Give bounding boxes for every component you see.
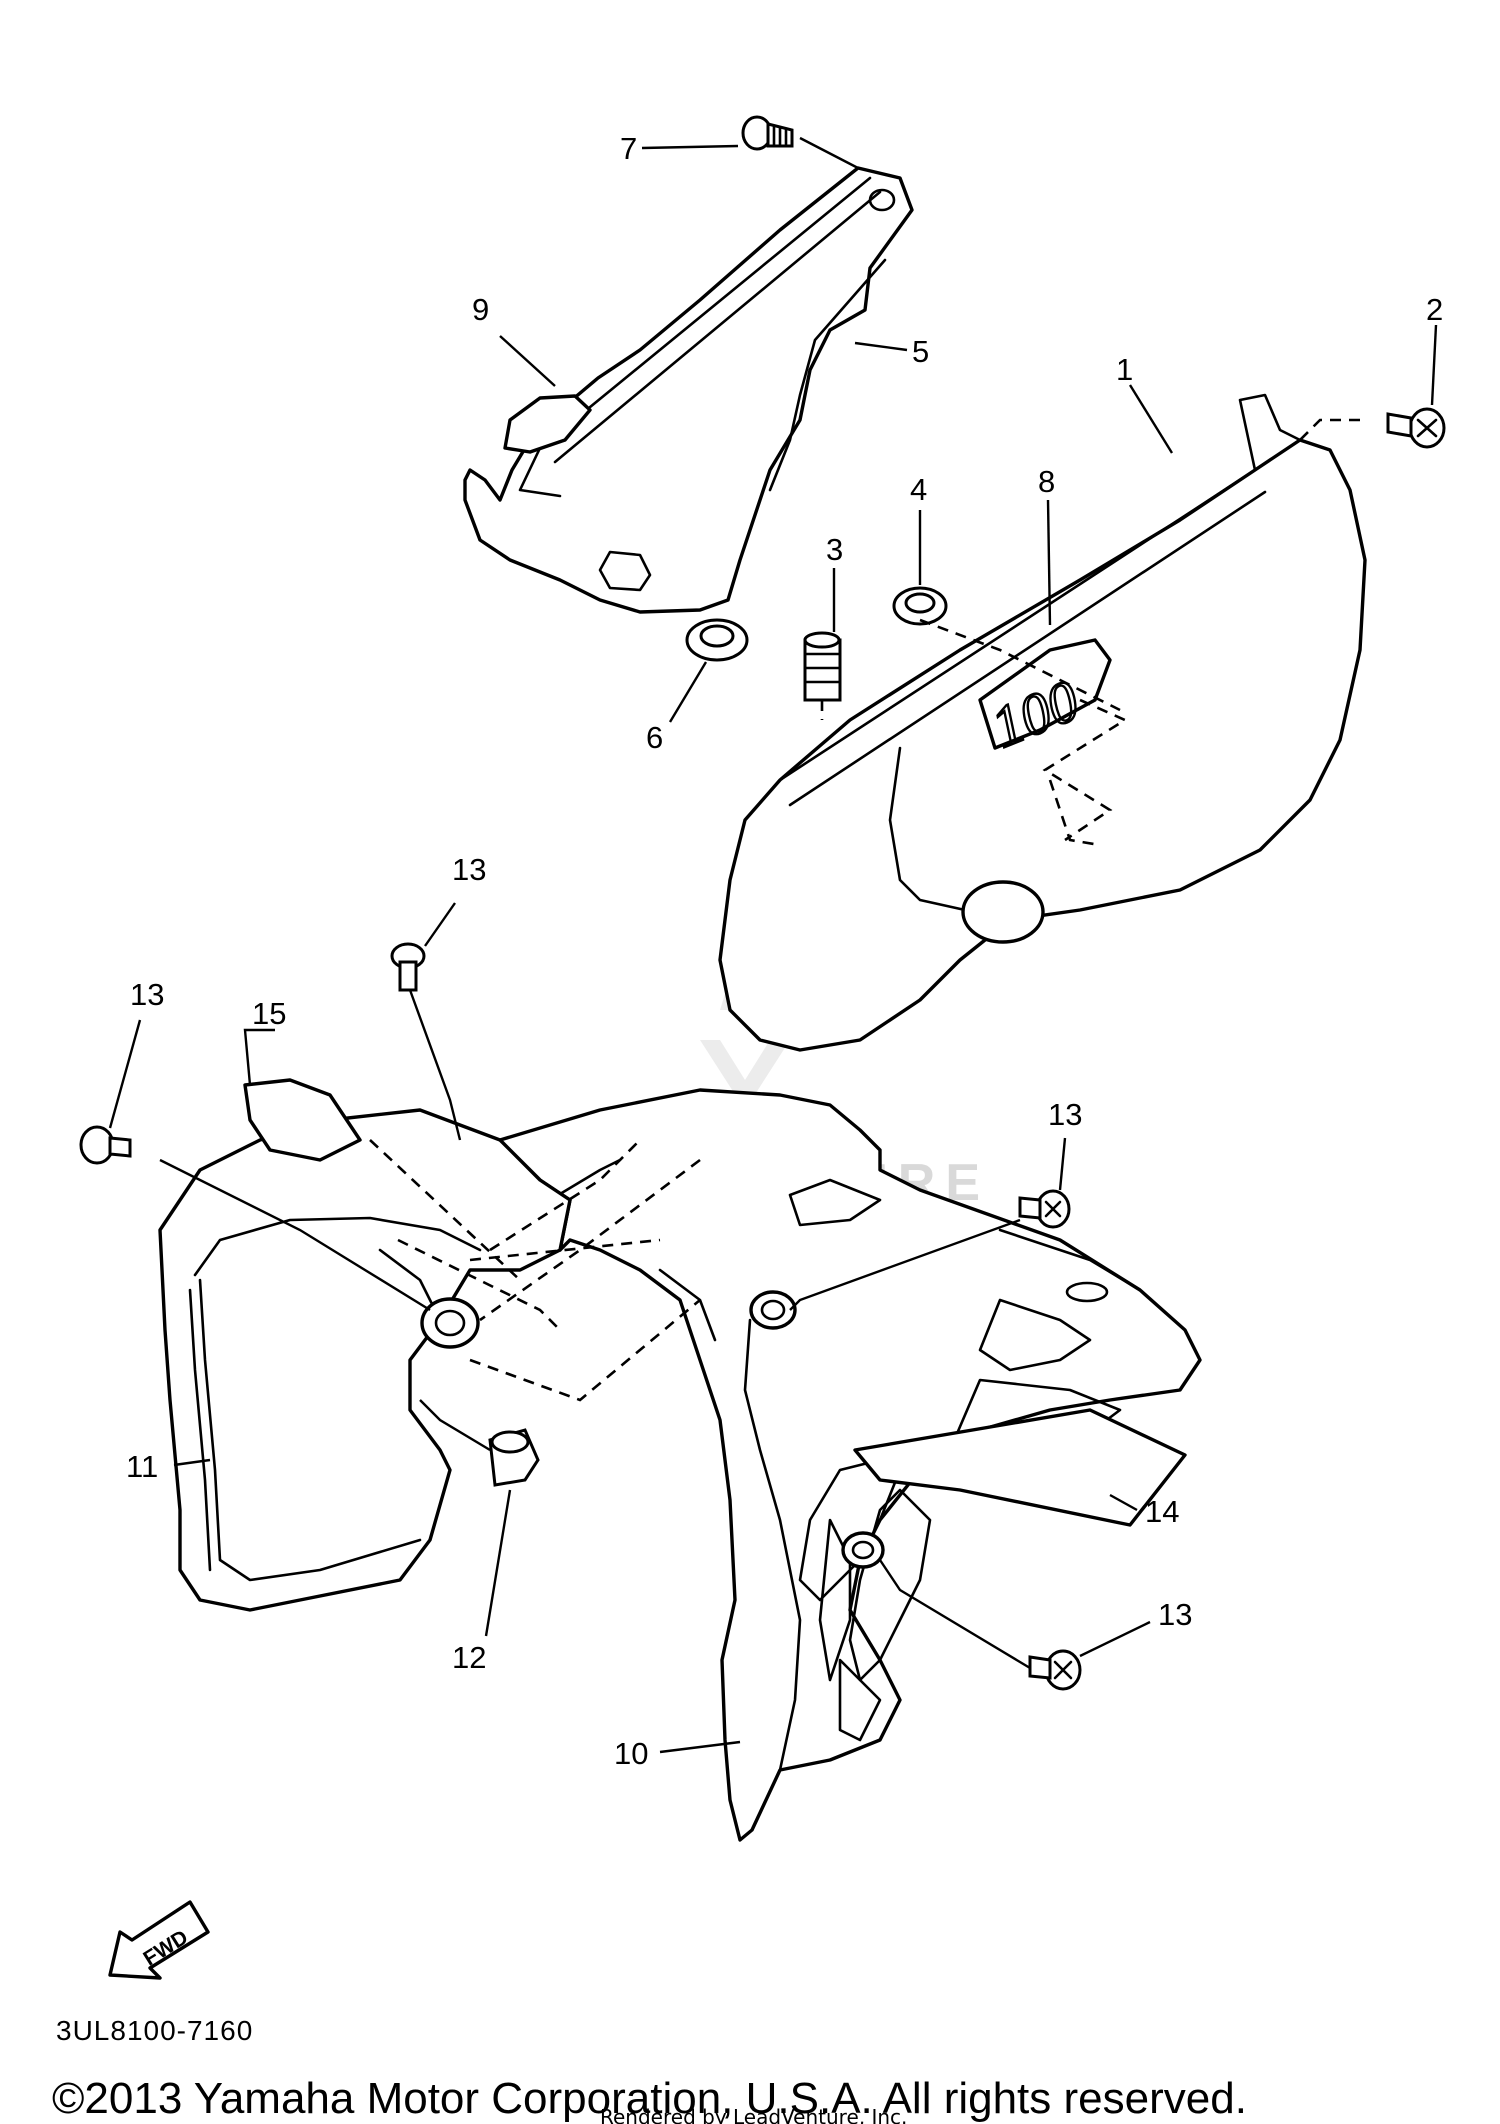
callout-labels: 7 2 1 4 3 8 5 9 6 13 13 15 13 11 12 13 1… xyxy=(126,131,1443,1771)
drawing-code: 3UL8100-7160 xyxy=(56,2015,253,2046)
copyright-notice: ©2013 Yamaha Motor Corporation, U.S.A. A… xyxy=(52,2074,1247,2123)
part-2-screw xyxy=(1386,407,1446,449)
part-13-screw-a xyxy=(390,942,426,992)
callout-10: 10 xyxy=(614,1736,648,1771)
callout-11: 11 xyxy=(126,1449,158,1484)
part-6-grommet xyxy=(685,618,749,662)
callout-12: 12 xyxy=(452,1640,486,1675)
callout-13-c: 13 xyxy=(1048,1097,1082,1132)
part-1-side-cover xyxy=(718,393,1367,1052)
part-13-screw-c xyxy=(1018,1189,1071,1229)
rendered-by: Rendered by LeadVenture, Inc. xyxy=(600,2105,907,2124)
part-4-grommet xyxy=(892,586,948,626)
part-9-tab xyxy=(503,394,592,454)
part-5-cover xyxy=(463,166,914,614)
part-8-emblem: 100 xyxy=(978,638,1128,847)
callout-8: 8 xyxy=(1038,464,1055,499)
part-11-left-cover xyxy=(158,1108,572,1612)
callout-13-a: 13 xyxy=(452,852,486,887)
callout-6: 6 xyxy=(646,720,663,755)
callout-9: 9 xyxy=(472,292,489,327)
callout-3: 3 xyxy=(826,532,843,567)
assembly-lines xyxy=(159,136,1360,1670)
callout-13-d: 13 xyxy=(1158,1597,1192,1632)
part-13-screw-b xyxy=(79,1125,132,1165)
part-13-screw-d xyxy=(1028,1649,1082,1691)
callout-5: 5 xyxy=(912,334,929,369)
callout-13-b: 13 xyxy=(130,977,164,1012)
callout-leaders xyxy=(108,144,1438,1754)
part-14-decal xyxy=(853,1408,1187,1527)
fwd-arrow: FWD xyxy=(108,1900,210,1980)
part-7-screw xyxy=(741,115,794,151)
part-3-damper xyxy=(803,631,842,702)
part-12-grommet xyxy=(488,1428,540,1487)
callout-15: 15 xyxy=(252,996,286,1031)
callout-2: 2 xyxy=(1426,292,1443,327)
callout-7: 7 xyxy=(620,131,637,166)
callout-14: 14 xyxy=(1145,1494,1179,1529)
callout-4: 4 xyxy=(910,472,927,507)
part-15-decal xyxy=(243,1078,362,1162)
callout-1: 1 xyxy=(1116,352,1133,387)
